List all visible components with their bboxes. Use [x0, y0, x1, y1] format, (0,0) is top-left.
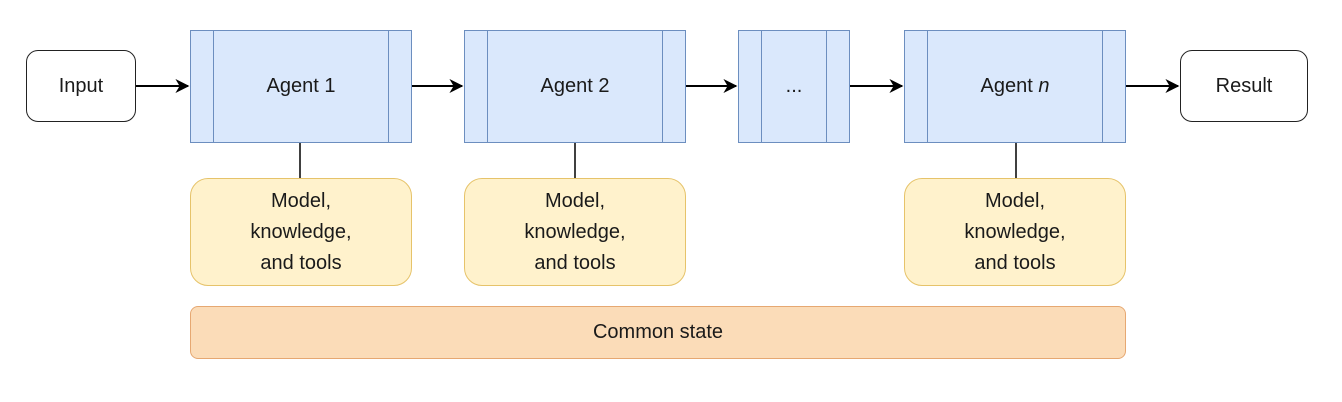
resources-agent-2: Model, knowledge, and tools — [464, 178, 686, 286]
input-label: Input — [58, 74, 104, 97]
agent-ellipsis-node: ... — [738, 30, 850, 143]
agent-1-label: Agent 1 — [266, 75, 336, 97]
resources-line-3: and tools — [260, 251, 342, 274]
agent-ellipsis-label: ... — [785, 75, 803, 97]
agent-1-node: Agent 1 — [190, 30, 412, 143]
resources-line-1: Model, — [984, 189, 1046, 212]
agent-n-label: Agent n — [981, 75, 1050, 98]
agent-n-node: Agent n — [904, 30, 1126, 143]
agent-2-label: Agent 2 — [540, 75, 610, 97]
resources-line-2: knowledge, — [524, 220, 626, 243]
result-label: Result — [1215, 74, 1273, 97]
resources-line-3: and tools — [534, 251, 616, 274]
agent-n-prefix: Agent — [980, 75, 1039, 97]
input-node: Input — [26, 50, 136, 122]
common-state-label: Common state — [592, 321, 724, 343]
resources-line-1: Model, — [544, 189, 606, 212]
resources-line-2: knowledge, — [250, 220, 352, 243]
resources-agent-1: Model, knowledge, and tools — [190, 178, 412, 286]
agent-n-variable: n — [1038, 75, 1050, 97]
resources-line-2: knowledge, — [964, 220, 1066, 243]
resources-line-3: and tools — [974, 251, 1056, 274]
result-node: Result — [1180, 50, 1308, 122]
agent-2-node: Agent 2 — [464, 30, 686, 143]
common-state-bar: Common state — [190, 306, 1126, 359]
resources-line-1: Model, — [270, 189, 332, 212]
resources-agent-n: Model, knowledge, and tools — [904, 178, 1126, 286]
